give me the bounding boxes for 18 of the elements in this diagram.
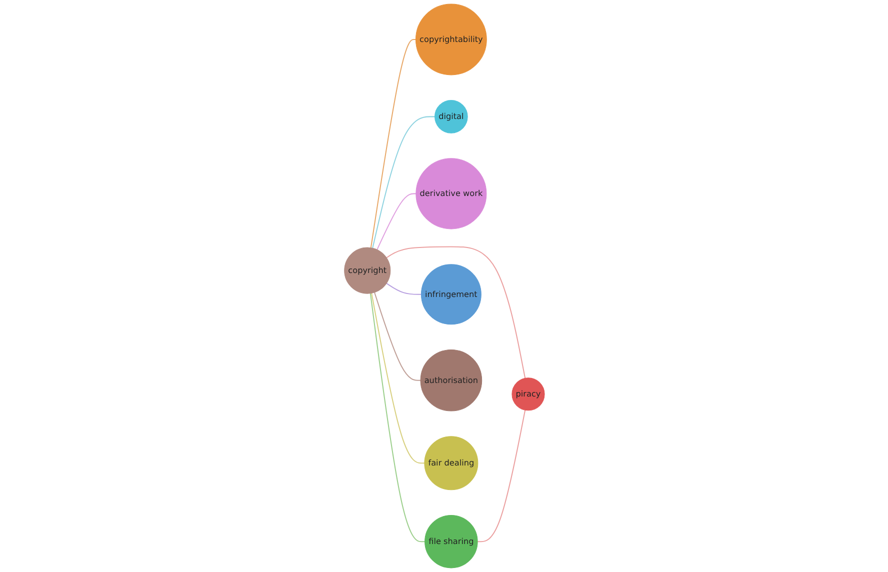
node-circle: infringement bbox=[420, 264, 481, 325]
connector bbox=[376, 193, 416, 250]
connector bbox=[370, 38, 416, 248]
connector bbox=[372, 116, 434, 248]
node-circle: fair dealing bbox=[424, 436, 478, 490]
node-circle: copyright bbox=[344, 247, 390, 294]
node-circle: piracy bbox=[511, 378, 544, 411]
connector bbox=[386, 282, 421, 295]
connector bbox=[374, 292, 420, 381]
node-circle: authorisation bbox=[420, 349, 482, 412]
node-circle: digital bbox=[434, 100, 468, 134]
node-circle: file sharing bbox=[424, 514, 478, 568]
connector bbox=[369, 293, 424, 542]
connector bbox=[386, 246, 526, 378]
node-circle: derivative work bbox=[415, 158, 486, 230]
connector bbox=[370, 293, 424, 464]
node-circle: copyrightability bbox=[415, 4, 486, 76]
connector bbox=[477, 410, 526, 542]
